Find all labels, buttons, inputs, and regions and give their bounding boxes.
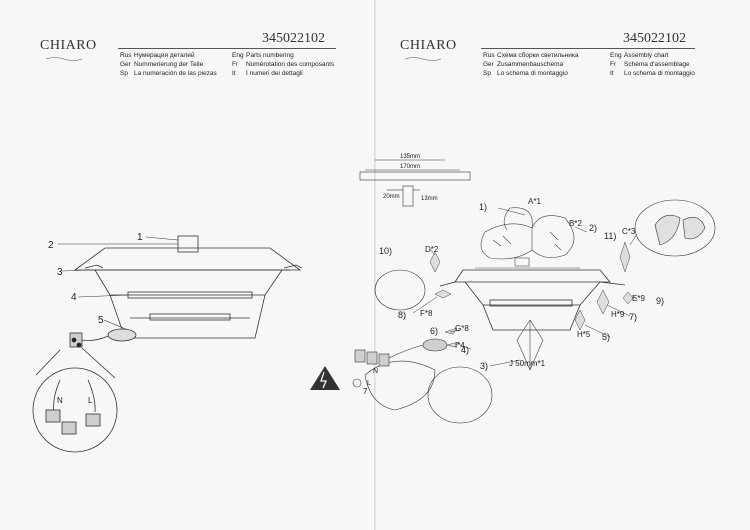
part-9-num: 9) — [656, 296, 664, 306]
dim-13: 13mm — [421, 196, 438, 202]
crystal-h — [596, 289, 610, 315]
driver-unit — [422, 338, 448, 352]
part-7-num: 7) — [629, 312, 637, 322]
product-code: 345022102 — [623, 31, 686, 46]
part-7-code: H*9 — [611, 310, 625, 319]
part-1-num: 1) — [479, 202, 487, 212]
parts-diagram: 1 2 3 4 5 — [32, 232, 303, 453]
callout-1: 1 — [137, 232, 143, 243]
part-3-num: 3) — [480, 361, 488, 371]
zoom-circle-hook — [427, 366, 493, 424]
wire-label-l: L — [367, 380, 371, 387]
page-fold — [374, 0, 376, 530]
zoom-circle-d — [374, 269, 426, 311]
electric-warning-icon — [310, 366, 340, 390]
part-10-code: D*2 — [425, 245, 439, 254]
part-4-code: I*4 — [455, 341, 465, 350]
wire-label-n: N — [57, 396, 63, 405]
ground-label: 7 — [363, 387, 368, 396]
part-3-code: J 50mm*1 — [509, 359, 546, 368]
header-rule — [481, 48, 695, 49]
part-8-code: F*8 — [420, 309, 433, 318]
dim-135: 135mm — [400, 154, 420, 160]
part-11-code: C*3 — [622, 227, 636, 236]
mounting-plate — [359, 171, 471, 181]
part-8-num: 8) — [398, 310, 406, 320]
brand-logo: CHIARO — [40, 38, 97, 53]
mount-bracket — [177, 235, 199, 253]
crystal-e — [622, 291, 634, 305]
crystal-d — [429, 251, 441, 273]
logo-ornament-icon — [404, 57, 442, 61]
part-2-code: B*2 — [569, 219, 582, 228]
brand-logo: CHIARO — [400, 38, 457, 53]
part-5-num: 5) — [602, 332, 610, 342]
crystal-h5 — [574, 309, 586, 331]
callout-4: 4 — [71, 292, 77, 303]
lower-body-outline — [109, 294, 266, 339]
crystal-leaf-cluster — [475, 207, 580, 269]
ground-symbol — [352, 378, 362, 388]
fixture-body — [439, 269, 626, 331]
part-9-code: E*9 — [632, 294, 645, 303]
callout-3: 3 — [57, 267, 63, 278]
product-code: 345022102 — [262, 31, 325, 46]
logo-ornament-icon — [45, 57, 83, 61]
callout-5: 5 — [98, 315, 104, 326]
terminal-block — [354, 349, 366, 363]
crystal-c — [619, 241, 631, 273]
zoom-circle-wiring — [364, 360, 436, 411]
part-1-code: A*1 — [528, 197, 541, 206]
crystal-i — [446, 341, 460, 348]
zoom-circle — [32, 367, 118, 453]
part-2-num: 2) — [589, 223, 597, 233]
assembly-diagram: 135mm 170mm 20mm 13mm — [310, 154, 716, 424]
dim-170: 170mm — [400, 164, 420, 170]
part-6-num: 6) — [430, 326, 438, 336]
callout-2: 2 — [48, 240, 54, 251]
body-outline — [94, 269, 283, 296]
canopy-outline — [73, 247, 302, 271]
part-5-code: H*5 — [577, 330, 591, 339]
driver-unit — [107, 328, 137, 342]
dim-20: 20mm — [383, 194, 400, 200]
wire-label-n: N — [373, 368, 378, 375]
part-4-num: 4) — [461, 345, 469, 355]
part-10-num: 10) — [379, 246, 392, 256]
wire-label-l: L — [88, 396, 93, 405]
part-6-code: G*8 — [455, 324, 469, 333]
zoom-circle-c — [634, 199, 716, 257]
header-rule — [118, 48, 336, 49]
part-11-num: 11) — [604, 231, 616, 241]
crystal-f — [434, 289, 452, 299]
